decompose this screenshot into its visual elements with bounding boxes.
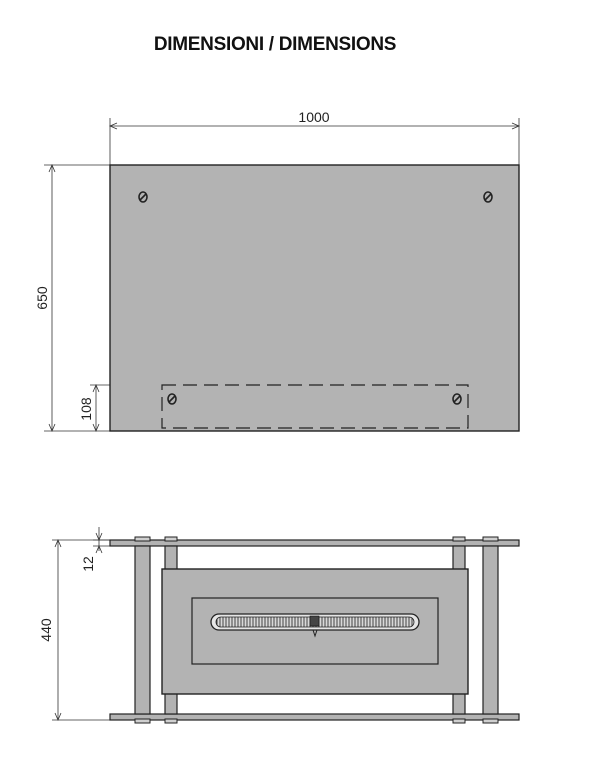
hidden-bracket-outline [161,384,469,429]
screw-icon [452,393,462,405]
page-title: DIMENSIONI / DIMENSIONS [153,34,397,55]
burner-slot [210,613,420,638]
screw-icon [483,191,493,203]
height-dimension [44,163,110,433]
depth-dimension-label: 440 [38,618,54,642]
thickness-dimension [93,527,110,554]
thickness-label: 12 [80,556,96,572]
glass-panel [109,164,520,432]
post-cap [164,718,178,724]
front-view: 1000 650 108 [34,109,521,433]
standoff-post [134,545,151,715]
height-dimension-label: 650 [34,286,50,310]
back-glass-panel [109,713,520,721]
lever-pointer-icon [312,629,318,638]
post-cap [134,536,151,542]
post-cap [134,718,151,724]
front-glass-panel [109,539,520,547]
screw-icon [167,393,177,405]
post-cap [452,536,466,542]
burner-tray [191,597,439,665]
post-cap [164,536,178,542]
width-dimension [108,118,521,165]
bracket-height-label: 108 [78,397,94,421]
post-cap [482,536,499,542]
width-dimension-label: 1000 [298,109,329,125]
standoff-post [482,545,499,715]
top-view: 440 12 [38,527,520,724]
post-cap [452,718,466,724]
regulator-knob-icon [309,615,320,627]
post-cap [482,718,499,724]
screw-icon [138,191,148,203]
